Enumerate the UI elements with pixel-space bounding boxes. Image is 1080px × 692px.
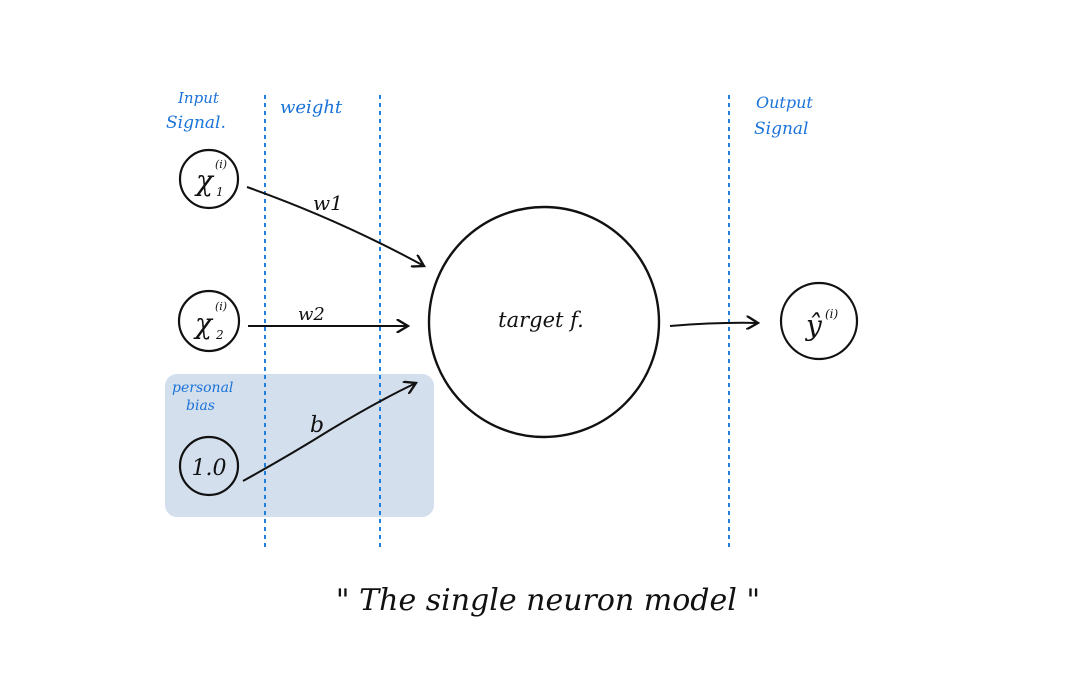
output-signal-label-2: Signal xyxy=(754,119,809,139)
bias-region-label-2: bias xyxy=(186,398,215,414)
input-signal-label-2: Signal. xyxy=(166,113,226,133)
weight-b-label: b xyxy=(310,413,324,438)
x2-subscript: 2 xyxy=(215,328,224,342)
edge-neuron-to-output xyxy=(669,323,758,326)
diagram-caption: " The single neuron model " xyxy=(336,583,760,618)
input-node-x1: χ (i) 1 xyxy=(178,148,240,210)
edge-x1-to-neuron xyxy=(246,186,424,266)
x1-superscript: (i) xyxy=(215,158,227,171)
output-signal-label-1: Output xyxy=(756,93,813,112)
edge-bias-to-neuron xyxy=(242,383,416,482)
weight-label: weight xyxy=(280,97,343,118)
neuron-node: target f. xyxy=(427,205,661,439)
bias-region-label-1: personal xyxy=(172,380,233,396)
x2-superscript: (i) xyxy=(215,300,227,313)
x2-symbol: χ xyxy=(193,307,214,340)
x1-symbol: χ xyxy=(194,164,215,197)
output-node: ŷ (i) xyxy=(779,281,859,361)
output-symbol: ŷ xyxy=(804,309,823,342)
bias-value: 1.0 xyxy=(192,456,227,481)
neuron-label: target f. xyxy=(498,308,584,332)
weight-w2-label: w2 xyxy=(298,304,325,325)
input-signal-label-1: Input xyxy=(177,89,220,107)
weight-w1-label: w1 xyxy=(313,191,343,215)
x1-subscript: 1 xyxy=(216,185,224,199)
input-node-x2: χ (i) 2 xyxy=(177,289,241,353)
bias-node: 1.0 xyxy=(178,435,240,497)
output-superscript: (i) xyxy=(825,307,839,321)
